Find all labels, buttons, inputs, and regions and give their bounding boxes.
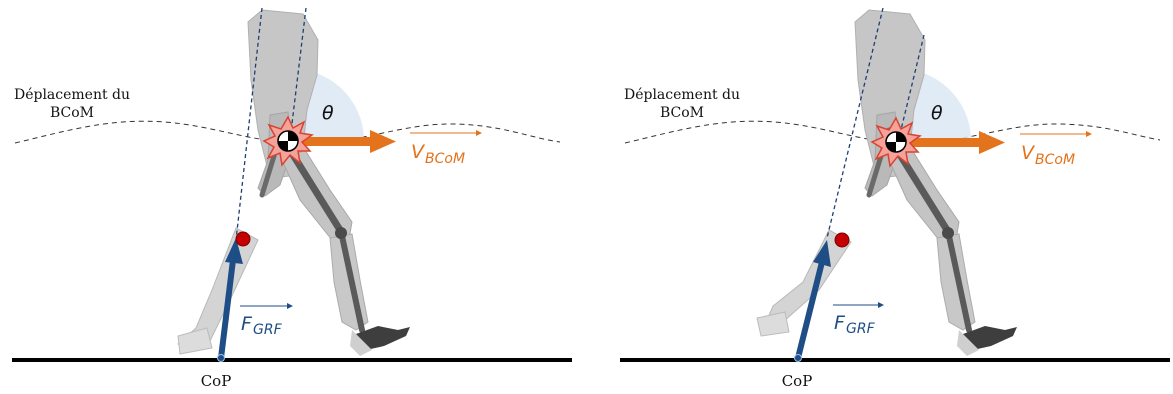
svg-text:BCoM: BCoM bbox=[425, 151, 465, 167]
svg-text:F: F bbox=[241, 313, 253, 335]
velocity-bcom-arrow bbox=[907, 131, 1005, 154]
panel-right: Déplacement du BCoM θ V BCoM F GRF CoP bbox=[620, 7, 1170, 390]
displacement-label-line1: Déplacement du bbox=[624, 87, 740, 103]
svg-text:V: V bbox=[1021, 142, 1036, 164]
svg-text:BCoM: BCoM bbox=[1035, 152, 1075, 168]
displacement-label-line2: BCoM bbox=[50, 105, 94, 121]
force-label: F GRF bbox=[240, 303, 293, 338]
velocity-bcom-arrow bbox=[300, 130, 396, 153]
displacement-label-line2: BCoM bbox=[660, 105, 704, 121]
svg-text:V: V bbox=[411, 141, 426, 163]
displacement-label-line1: Déplacement du bbox=[14, 87, 130, 103]
force-label: F GRF bbox=[833, 302, 884, 337]
svg-text:GRF: GRF bbox=[253, 322, 283, 338]
panel-left: Déplacement du BCoM θ V BCoM F GRF CoP bbox=[12, 8, 572, 390]
cop-label: CoP bbox=[201, 372, 232, 390]
force-grf-arrow bbox=[218, 238, 243, 359]
cop-marker bbox=[217, 354, 225, 362]
cop-marker bbox=[794, 354, 802, 362]
velocity-label: V BCoM bbox=[410, 130, 482, 167]
svg-text:F: F bbox=[834, 312, 846, 334]
cop-label: CoP bbox=[782, 372, 813, 390]
velocity-label: V BCoM bbox=[1020, 131, 1092, 168]
svg-text:GRF: GRF bbox=[846, 321, 876, 337]
theta-label: θ bbox=[322, 102, 334, 124]
center-of-mass-icon bbox=[870, 116, 922, 168]
theta-label: θ bbox=[931, 102, 943, 124]
knee-joint-icon bbox=[834, 232, 850, 248]
knee-joint-icon bbox=[235, 231, 251, 247]
center-of-mass-icon bbox=[262, 115, 314, 167]
force-grf-arrow bbox=[795, 240, 831, 359]
